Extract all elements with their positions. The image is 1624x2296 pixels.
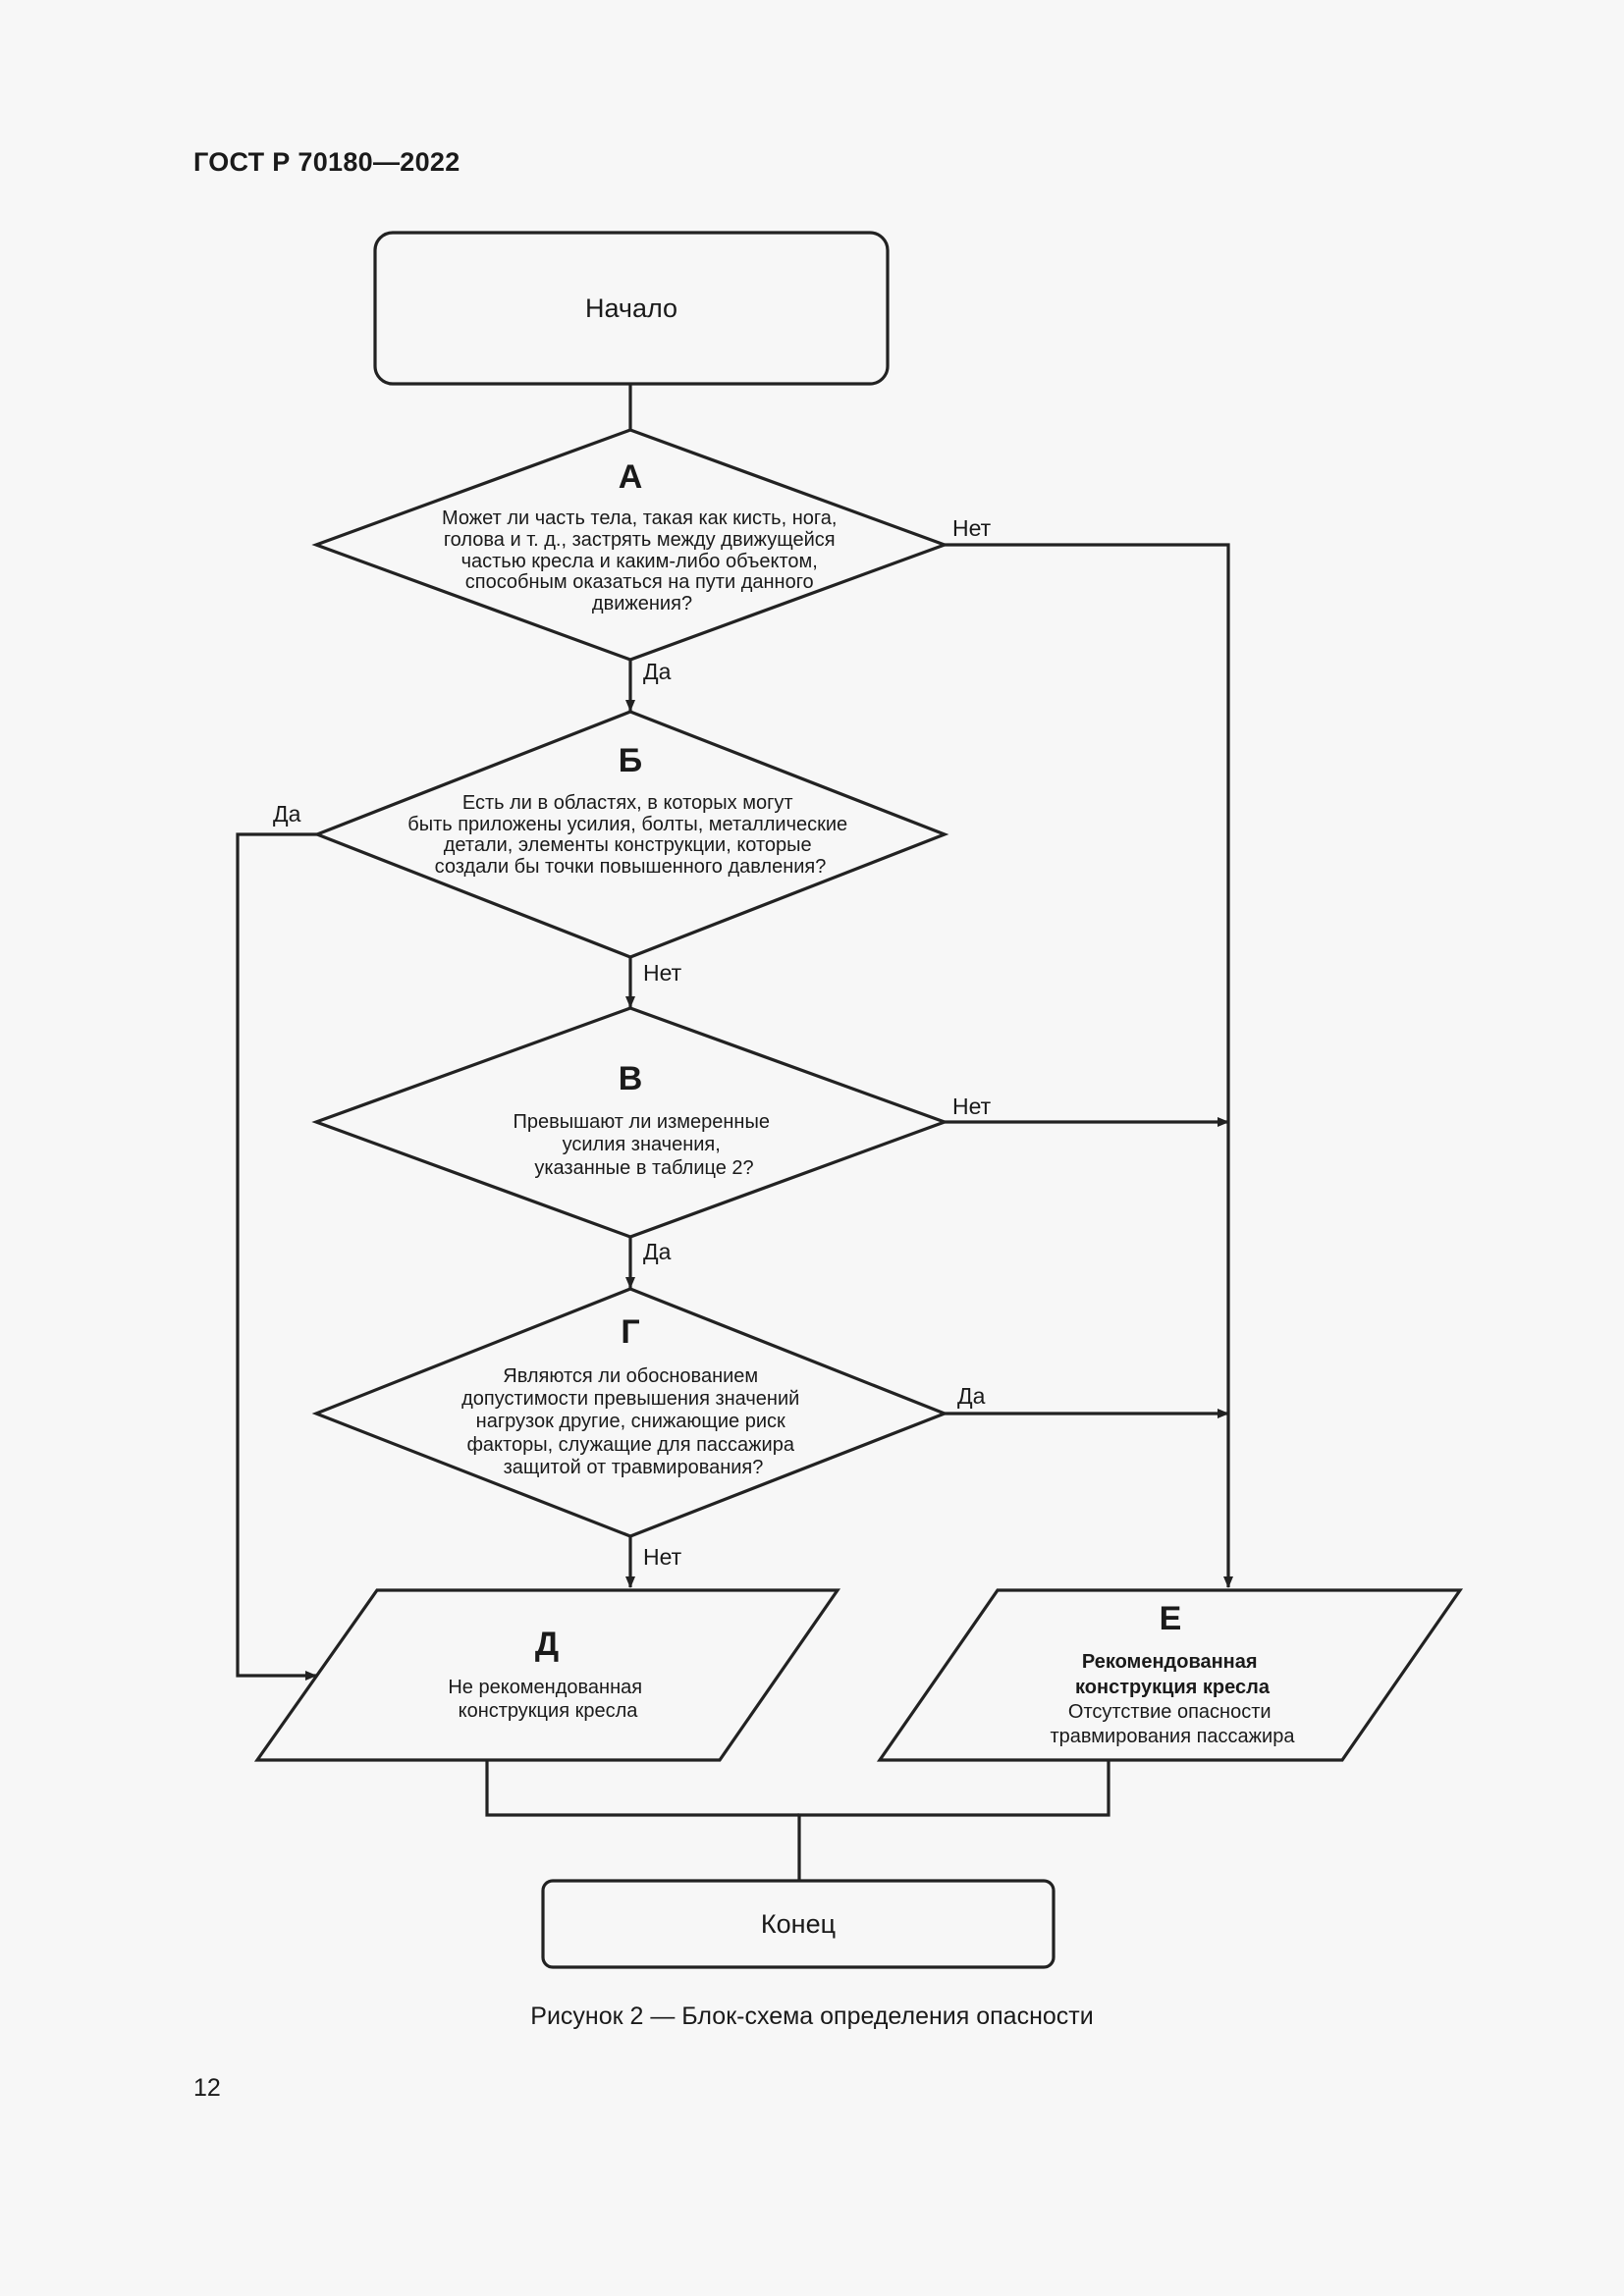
decision-v-line: Превышают ли измеренные bbox=[513, 1111, 770, 1133]
edge-label-b-yes: Да bbox=[273, 801, 301, 827]
decision-a-question: Может ли часть тела, такая как кисть, но… bbox=[442, 507, 842, 614]
connector-b-yes bbox=[236, 832, 317, 1681]
result-e-bold-line: конструкция кресла bbox=[1075, 1677, 1271, 1698]
decision-b: Б Есть ли в областях, в которых могут бы… bbox=[312, 710, 949, 959]
figure-caption: Рисунок 2 — Блок-схема определения опасн… bbox=[530, 2002, 1094, 2030]
result-d-letter: Д bbox=[535, 1626, 559, 1663]
decision-g-line: факторы, служащие для пассажира bbox=[466, 1434, 794, 1456]
decision-b-letter: Б bbox=[619, 742, 642, 779]
decision-b-question: Есть ли в областях, в которых могут быть… bbox=[407, 792, 852, 878]
decision-v-line: усилия значения, bbox=[563, 1134, 721, 1155]
edge-label-b-no: Нет bbox=[643, 960, 682, 986]
connector-d-to-end bbox=[485, 1760, 799, 1817]
result-e-line: Отсутствие опасности bbox=[1068, 1701, 1272, 1723]
decision-b-shape bbox=[312, 710, 949, 959]
edge-label-v-no: Нет bbox=[952, 1094, 992, 1119]
decision-b-line: детали, элементы конструкции, которые bbox=[444, 834, 812, 856]
edge-label-a-no: Нет bbox=[952, 515, 992, 541]
result-e-bold-line: Рекомендованная bbox=[1082, 1651, 1258, 1673]
decision-a-line: движения? bbox=[592, 593, 692, 614]
decision-g-letter: Г bbox=[621, 1313, 639, 1351]
end-node: Конец bbox=[541, 1879, 1056, 1969]
decision-g-shape bbox=[311, 1287, 949, 1538]
connectors bbox=[236, 385, 1233, 1880]
decision-v-shape bbox=[311, 1006, 949, 1239]
decision-g-line: нагрузок другие, снижающие риск bbox=[476, 1411, 785, 1432]
result-d-text: Не рекомендованная конструкция кресла bbox=[448, 1677, 647, 1722]
result-d-line: конструкция кресла bbox=[459, 1700, 639, 1722]
result-e-line: травмирования пассажира bbox=[1051, 1726, 1296, 1747]
decision-g-question: Являются ли обоснованием допустимости пр… bbox=[461, 1365, 805, 1478]
decision-b-line: создали бы точки повышенного давления? bbox=[435, 856, 827, 878]
decision-v-line: указанные в таблице 2? bbox=[534, 1157, 753, 1179]
start-node: Начало bbox=[373, 231, 890, 386]
result-e-letter: Е bbox=[1160, 1600, 1182, 1637]
result-e-bold-text: Рекомендованная конструкция кресла bbox=[1075, 1651, 1271, 1698]
document-header: ГОСТ Р 70180—2022 bbox=[193, 147, 460, 177]
decision-v-letter: В bbox=[619, 1060, 643, 1097]
decision-a-line: голова и т. д., застрять между движущейс… bbox=[444, 529, 836, 551]
decision-g-line: допустимости превышения значений bbox=[461, 1388, 799, 1410]
decision-a-line: способным оказаться на пути данного bbox=[465, 571, 814, 593]
decision-g: Г Являются ли обоснованием допустимости … bbox=[311, 1287, 949, 1538]
page-number: 12 bbox=[193, 2074, 221, 2102]
result-d: Д Не рекомендованная конструкция кресла bbox=[253, 1588, 841, 1762]
result-e: Е Рекомендованная конструкция кресла Отс… bbox=[876, 1588, 1464, 1762]
result-d-line: Не рекомендованная bbox=[448, 1677, 642, 1698]
start-terminal bbox=[373, 231, 890, 386]
start-label: Начало bbox=[585, 294, 677, 323]
decision-a-letter: А bbox=[619, 458, 643, 496]
result-e-text: Отсутствие опасности травмирования пасса… bbox=[1051, 1701, 1296, 1747]
decision-a: А Может ли часть тела, такая как кисть, … bbox=[311, 428, 949, 662]
decision-g-line: защитой от травмирования? bbox=[504, 1457, 764, 1478]
connector-e-to-end bbox=[797, 1760, 1110, 1880]
decision-g-line: Являются ли обоснованием bbox=[503, 1365, 758, 1387]
edge-label-a-yes: Да bbox=[643, 659, 672, 684]
decision-a-shape bbox=[311, 428, 949, 662]
edge-label-v-yes: Да bbox=[643, 1239, 672, 1264]
decision-a-line: частью кресла и каким-либо объектом, bbox=[461, 551, 818, 572]
decision-b-line: быть приложены усилия, болты, металличес… bbox=[407, 814, 847, 835]
edge-labels: Нет Да Да Нет Нет Да Да Нет bbox=[273, 515, 992, 1570]
end-terminal bbox=[541, 1879, 1056, 1969]
result-d-shape bbox=[253, 1588, 841, 1762]
decision-b-line: Есть ли в областях, в которых могут bbox=[462, 792, 793, 814]
decision-v: В Превышают ли измеренные усилия значени… bbox=[311, 1006, 949, 1239]
connector-a-no bbox=[945, 543, 1233, 1588]
result-e-shape bbox=[876, 1588, 1464, 1762]
edge-label-g-yes: Да bbox=[957, 1383, 986, 1409]
decision-v-question: Превышают ли измеренные усилия значения,… bbox=[513, 1111, 775, 1179]
edge-label-g-no: Нет bbox=[643, 1544, 682, 1570]
end-label: Конец bbox=[761, 1909, 836, 1939]
decision-a-line: Может ли часть тела, такая как кисть, но… bbox=[442, 507, 837, 529]
